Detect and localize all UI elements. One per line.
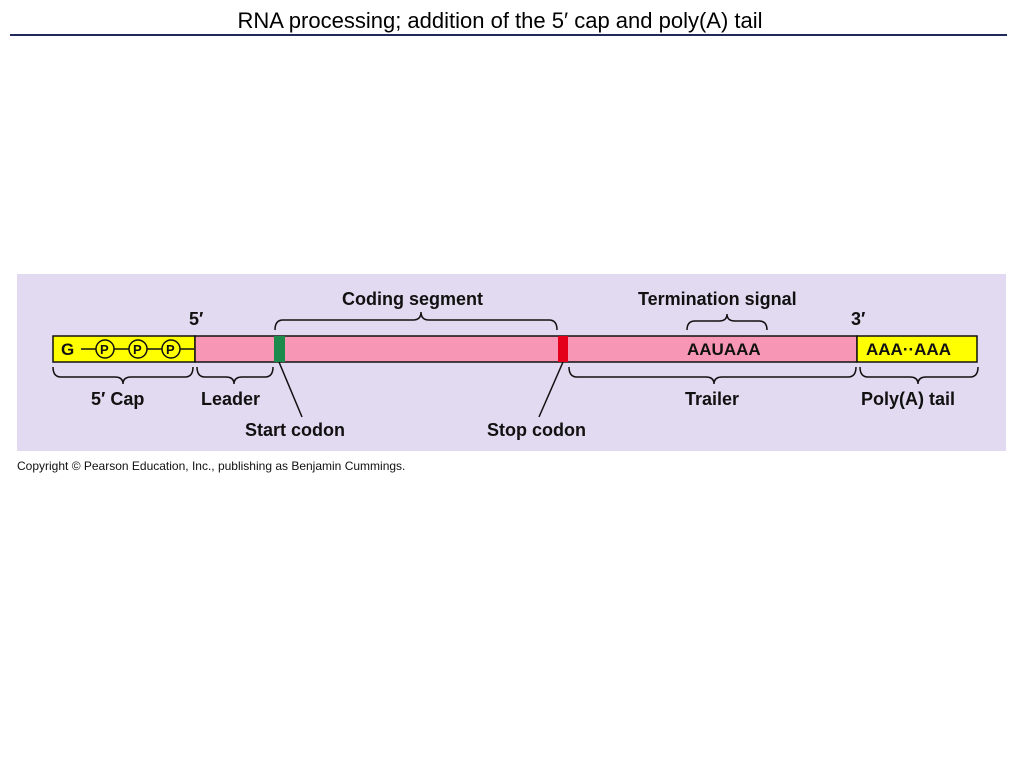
mrna-body-segment [194, 335, 858, 363]
five-prime-cap-label: 5′ Cap [91, 389, 144, 409]
five-prime-cap-brace [52, 366, 194, 385]
phosphate-3: P [161, 339, 181, 359]
trailer-label: Trailer [685, 389, 739, 409]
stop-codon-mark [558, 336, 568, 362]
phosphate-2-label: P [133, 342, 142, 357]
phosphate-3-label: P [166, 342, 175, 357]
phosphate-1-label: P [100, 342, 109, 357]
leader-label: Leader [201, 389, 260, 409]
stop-codon-pointer [538, 361, 564, 418]
termination-sequence: AAUAAA [687, 340, 761, 359]
cap-g-label: G [61, 340, 74, 359]
three-prime-label: 3′ [851, 309, 865, 329]
termination-signal-label: Termination signal [638, 289, 797, 309]
trailer-brace [568, 366, 857, 385]
poly-a-tail-label: Poly(A) tail [861, 389, 955, 409]
copyright-notice: Copyright © Pearson Education, Inc., pub… [17, 459, 406, 473]
start-codon-mark [274, 336, 285, 362]
start-codon-pointer [278, 361, 303, 418]
leader-brace [196, 366, 274, 385]
coding-segment-label: Coding segment [342, 289, 483, 309]
termination-signal-brace [686, 313, 768, 331]
poly-a-tail-brace [859, 366, 979, 385]
page-title: RNA processing; addition of the 5′ cap a… [237, 8, 763, 33]
phosphate-1: P [95, 339, 115, 359]
stop-codon-label: Stop codon [487, 420, 586, 440]
poly-a-sequence: AAA··AAA [866, 340, 951, 359]
rna-processing-diagram: G P P P AAUAAA AAA··AAA 5′ Coding segmen… [52, 289, 979, 440]
poly-a-tail-segment [856, 335, 978, 363]
coding-segment-brace [274, 311, 558, 331]
title-divider [10, 34, 1007, 36]
phosphate-2: P [128, 339, 148, 359]
five-prime-label: 5′ [189, 309, 203, 329]
rna-figure-panel: G P P P AAUAAA AAA··AAA 5′ Coding segmen… [17, 274, 1006, 451]
start-codon-label: Start codon [245, 420, 345, 440]
